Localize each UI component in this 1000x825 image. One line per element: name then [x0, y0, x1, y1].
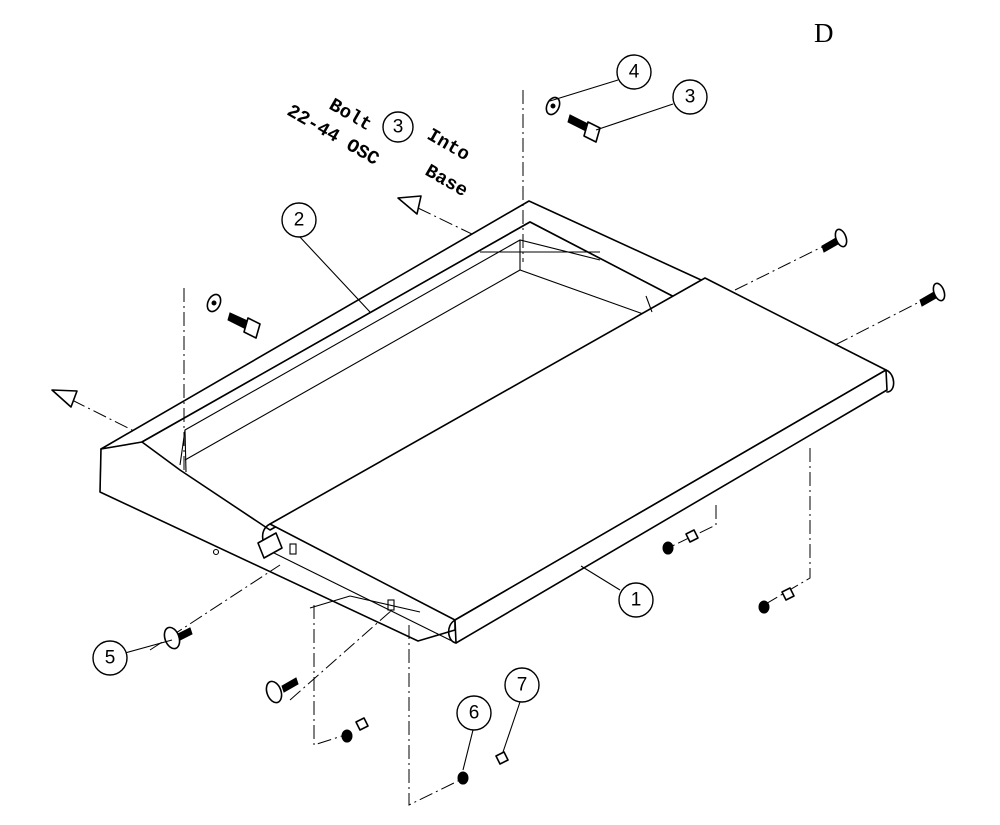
direction-arrow-upper: [397, 195, 477, 237]
callout-1: 1: [618, 582, 654, 618]
washer-nut-right: [758, 587, 795, 614]
carriage-bolt-left-lower: [265, 677, 299, 704]
carriage-bolt-right-upper: [821, 228, 848, 253]
carriage-bolt-left-upper: [163, 626, 193, 650]
callout-5: 5: [92, 640, 128, 676]
note-word-base: Base: [421, 160, 471, 202]
callout-2: 2: [281, 202, 317, 238]
table-top: [257, 277, 895, 644]
assembly-lines: [149, 90, 936, 806]
svg-text:1: 1: [631, 590, 642, 611]
bolt-top: [567, 114, 601, 143]
callout-7: 7: [504, 667, 540, 703]
washer-nut-center: [662, 529, 699, 555]
svg-text:5: 5: [105, 648, 116, 669]
washer-top: [545, 96, 561, 116]
svg-text:3: 3: [685, 87, 696, 108]
sheet-letter: D: [814, 18, 834, 48]
table-top-front-edge: [454, 369, 888, 644]
washer-left: [206, 293, 222, 313]
svg-text:2: 2: [294, 210, 305, 231]
washer-nut-bottom-center: [457, 751, 509, 785]
svg-text:4: 4: [629, 62, 640, 83]
callout-6: 6: [456, 695, 492, 731]
note-word-into: Into: [423, 124, 473, 166]
leader-lines: [124, 79, 674, 771]
svg-text:7: 7: [517, 675, 528, 696]
assembly-note: Bolt 3 Into 22-44 OSC Base: [283, 94, 473, 202]
bolt-left: [227, 312, 261, 339]
washer-nut-bottom-left: [341, 717, 369, 743]
callout-4: 4: [616, 54, 652, 90]
note-part-ref-bubble: 3: [382, 111, 414, 143]
carriage-bolt-right-lower: [919, 282, 946, 307]
note-part-ref: 3: [393, 117, 404, 138]
svg-text:6: 6: [469, 703, 480, 724]
callout-3: 3: [672, 79, 708, 115]
